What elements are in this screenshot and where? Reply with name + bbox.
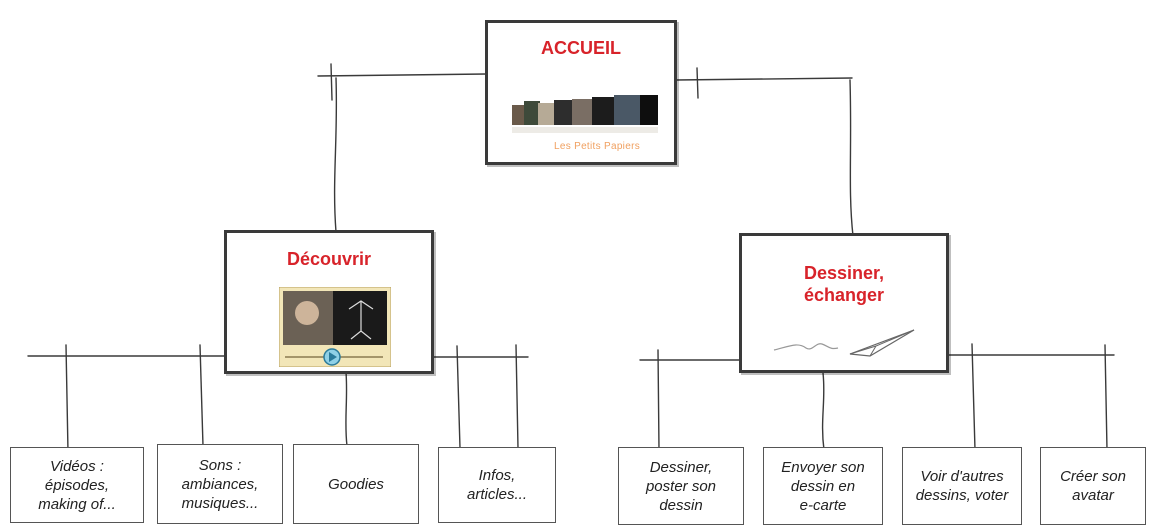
branch-title-dessiner: Dessiner, échanger — [803, 263, 885, 305]
leaf-goodies: Goodies — [293, 444, 419, 524]
branch-node-dessiner: Dessiner, échanger — [739, 233, 949, 373]
leaf-videos: Vidéos : épisodes, making of... — [10, 447, 144, 523]
branch-title-decouvrir: Découvrir — [286, 249, 372, 269]
leaf-voir-voter: Voir d'autres dessins, voter — [902, 447, 1022, 525]
gallery-thumbnails-icon — [512, 95, 658, 133]
root-node-accueil: ACCUEIL Les Petits Papiers — [485, 20, 677, 165]
leaf-infos: Infos, articles... — [438, 447, 556, 523]
paper-plane-icon — [773, 329, 915, 357]
leaf-envoyer-ecarte: Envoyer son dessin en e-carte — [763, 447, 883, 525]
branch-node-decouvrir: Découvrir — [224, 230, 434, 374]
leaf-sons: Sons : ambiances, musiques... — [157, 444, 283, 524]
root-title: ACCUEIL — [541, 38, 621, 58]
video-player-icon — [279, 287, 391, 367]
leaf-dessiner-poster: Dessiner, poster son dessin — [618, 447, 744, 525]
leaf-creer-avatar: Créer son avatar — [1040, 447, 1146, 525]
root-caption: Les Petits Papiers — [554, 141, 640, 152]
